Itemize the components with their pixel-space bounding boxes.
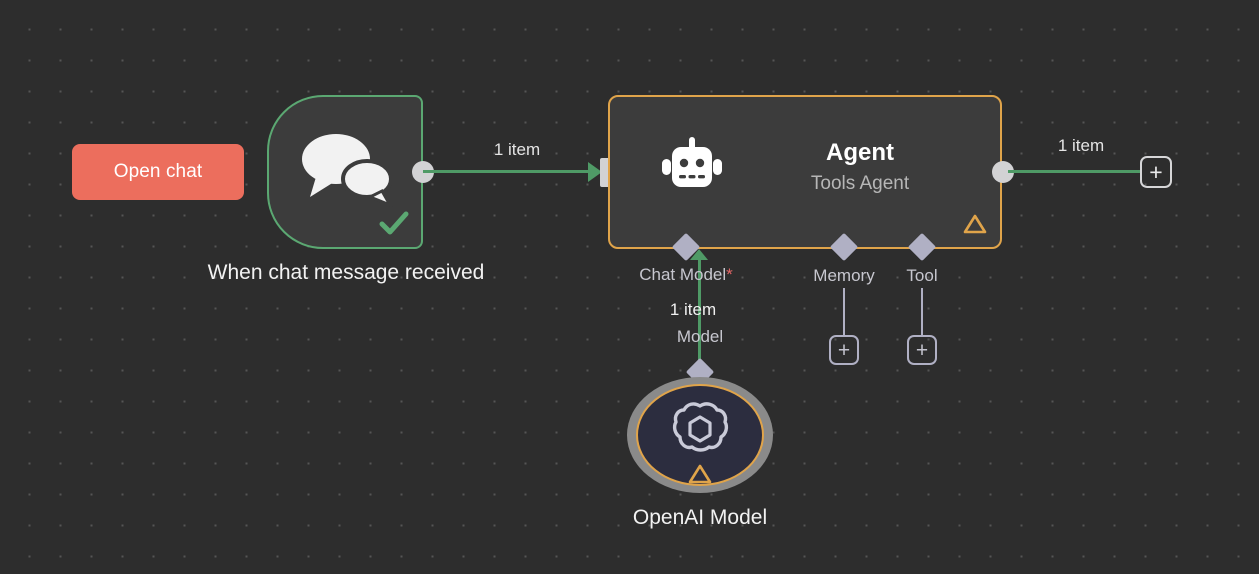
add-node-button-tool[interactable]: + (907, 335, 937, 365)
connection-arrow-up-icon (690, 249, 708, 260)
connection-label-model-type: Model (676, 327, 724, 346)
check-icon (377, 207, 411, 241)
add-node-button-memory[interactable]: + (829, 335, 859, 365)
node-label-openai-model: OpenAI Model (632, 506, 768, 529)
port-label-tool: Tool (906, 266, 938, 285)
node-openai-model[interactable] (627, 377, 773, 493)
port-memory-stem (843, 288, 845, 336)
warning-triangle-icon[interactable] (687, 463, 713, 485)
connection-label-model-items: 1 item (669, 300, 717, 319)
connection-model-to-agent[interactable] (698, 258, 701, 370)
port-label-chat-model: Chat Model* (606, 265, 766, 285)
warning-triangle-icon[interactable] (962, 211, 988, 237)
port-tool-stem (921, 288, 923, 336)
add-node-button-main[interactable]: + (1140, 156, 1172, 188)
node-label-trigger: When chat message received (207, 261, 485, 284)
agent-output-connector[interactable] (992, 161, 1014, 183)
node-when-chat-message-received[interactable] (267, 95, 423, 249)
node-body (636, 384, 764, 486)
connection-trigger-to-agent[interactable] (423, 170, 593, 173)
port-label-memory: Memory (813, 266, 875, 285)
openai-logo-icon (670, 399, 730, 459)
port-label-chat-model-text: Chat Model (639, 265, 727, 284)
open-chat-button[interactable]: Open chat (72, 144, 244, 200)
chat-bubbles-icon (294, 127, 400, 208)
node-agent[interactable]: Agent Tools Agent (608, 95, 1002, 249)
connection-agent-to-next[interactable] (1008, 170, 1142, 173)
required-marker: * (726, 265, 733, 284)
robot-icon (660, 137, 724, 197)
connection-label-items: 1 item (493, 140, 541, 159)
node-subtitle-agent: Tools Agent (810, 173, 910, 194)
node-title-agent: Agent (826, 139, 894, 166)
connection-label-items-2: 1 item (1057, 136, 1105, 155)
connection-arrow-icon (588, 162, 602, 182)
